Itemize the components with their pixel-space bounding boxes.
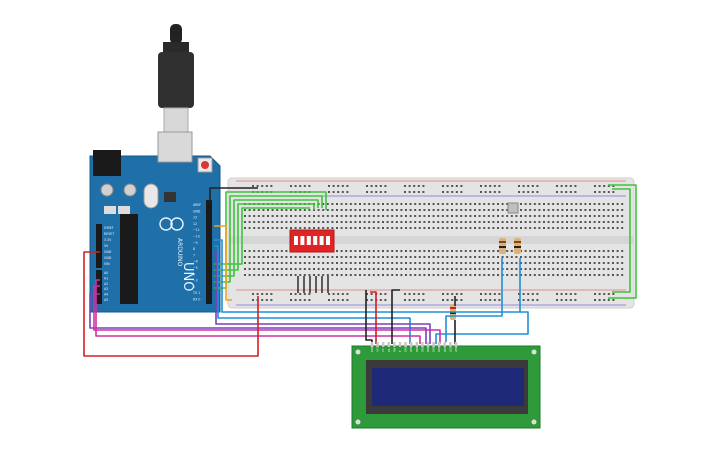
lcd-pin-label: VCC [376,346,380,352]
dip-switch[interactable] [289,229,335,253]
arduino-uno-board: ARDUINO UNO AREF GND 13 12 ~11 ~10 ~9 8 7 ~6 ~5 4 ~3… [89,131,221,313]
power-pin-label: RESET [104,232,114,236]
analog-pin-label: A4 [104,293,108,297]
lcd-pin-label: DB7 [443,346,447,352]
power-pin-label: 3.3V [104,238,112,242]
dip-toggle[interactable] [319,236,324,245]
lcd-pin[interactable] [421,342,424,347]
dip-toggle[interactable] [313,236,318,245]
digital-pin-label: 12 [193,222,197,226]
lcd-pin[interactable] [449,342,452,347]
lcd-pin-label: DB4 [426,346,430,352]
breadboard [227,177,635,309]
lcd-pin-label: V0 [381,348,385,352]
usb-cable [158,24,194,135]
digital-pin-header [206,200,212,304]
usb-port [157,131,193,163]
analog-pin-header [96,270,102,304]
analog-pin-label: A1 [104,276,108,280]
resistor-2 [514,238,521,254]
wires [83,184,637,357]
analog-pin-label: A5 [104,298,108,302]
analog-pin-label: A0 [104,271,108,275]
digital-pin-label: 2 [193,285,195,289]
arduino-logo-icon [159,217,184,231]
digital-pin-label: ~11 [193,228,200,232]
lcd-pin[interactable] [393,342,396,347]
digital-pin-label: ~6 [193,260,198,264]
lcd-pin-label: DB1 [409,346,413,352]
digital-pin-label: GND [193,209,201,213]
digital-pin-label: AREF [193,203,201,207]
analog-pin-label: A2 [104,282,108,286]
lcd-pin[interactable] [432,342,435,347]
lcd-pin-label: DB3 [420,346,424,352]
led-component [507,202,519,214]
lcd-pin[interactable] [382,342,385,347]
dip-toggle[interactable] [300,236,305,245]
power-pin-header [96,224,102,268]
digital-pin-label: 4 [193,272,195,276]
lcd-pin-label: RW [392,347,396,352]
reset-button[interactable] [201,161,209,169]
lcd-pin[interactable] [454,342,458,347]
lcd-pin-label: LED [448,347,452,352]
digital-pin-label: 13 [193,216,197,220]
lcd-pin[interactable] [426,342,430,347]
lcd-pin[interactable] [410,342,413,347]
dip-switch-legs [297,276,329,293]
lcd-pin[interactable] [370,342,374,347]
lcd-pin-label: GND [370,346,374,352]
lcd-pin-label: DB0 [404,346,408,352]
arduino-model-label: UNO [180,262,195,291]
lcd-pin-label: E [398,350,402,352]
lcd-pin-label: RS [387,348,391,352]
lcd-pin[interactable] [376,342,379,347]
atmega-chip [120,214,138,304]
analog-pin-label: A3 [104,287,108,291]
lcd-pin[interactable] [438,342,441,347]
lcd-pin[interactable] [415,342,418,347]
lcd-pin[interactable] [398,342,402,347]
lcd-pin[interactable] [387,342,390,347]
digital-pin-label: TX 1 [192,291,200,295]
digital-pin-label: 7 [193,253,195,257]
power-pin-label: GND [104,250,112,254]
lcd-pin-label: LED [454,347,458,352]
power-pin-label: 5V [104,244,109,248]
lcd-pin-label: DB6 [437,346,441,352]
digital-pin-label: 8 [193,247,195,251]
power-pin-label: IOREF [104,226,114,230]
breadboard-holes [244,185,624,301]
power-pin-labels: IOREF RESET 3.3V 5V GND GND VIN [104,226,114,266]
lcd-screen [372,368,524,406]
dip-toggle[interactable] [306,236,311,245]
lcd-pin-label: DB5 [432,346,436,352]
lcd-pin[interactable] [404,342,407,347]
arduino-brand-label: ARDUINO [176,238,183,267]
digital-pin-label: ~9 [193,241,198,245]
digital-pin-label: RX 0 [193,298,200,302]
power-pin-label: GND [104,256,112,260]
dip-toggle[interactable] [326,236,330,245]
lcd-pin-label: DB2 [415,346,419,352]
dip-toggle[interactable] [294,236,298,245]
digital-pin-labels: AREF GND 13 12 ~11 ~10 ~9 8 7 ~6 ~5 4 ~3 2 TX 1 RX 0 [192,203,201,302]
power-jack [93,150,121,176]
digital-pin-label: ~5 [193,266,198,270]
lcd-pin[interactable] [443,342,446,347]
resistor-1 [499,238,506,254]
power-pin-label: VIN [104,262,110,266]
digital-pin-label: ~10 [193,235,200,239]
digital-pin-label: ~3 [193,279,198,283]
